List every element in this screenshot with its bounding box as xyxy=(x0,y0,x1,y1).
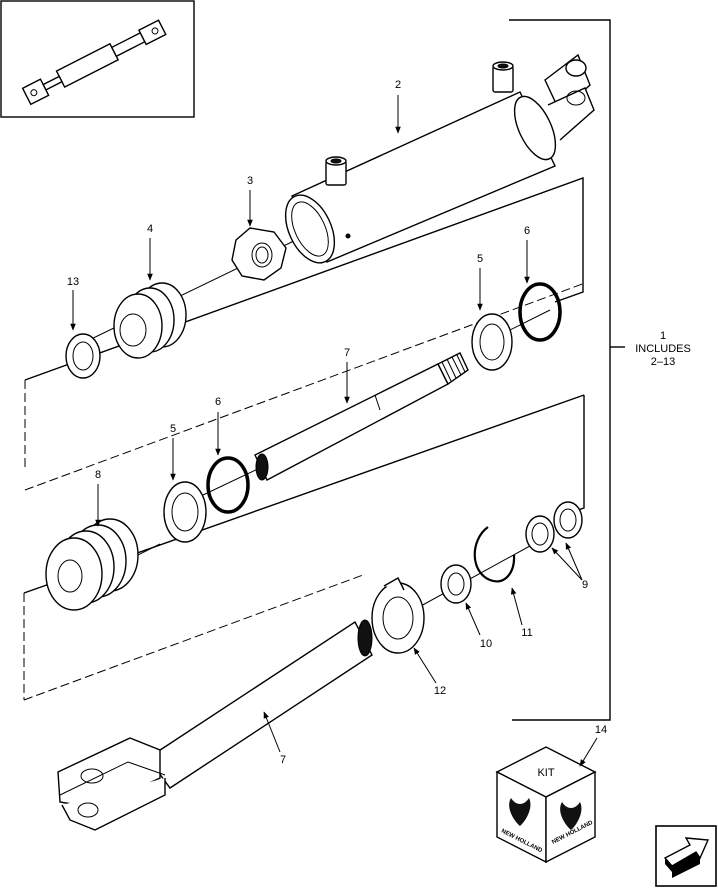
callout-4: 4 xyxy=(147,223,153,235)
split-lock-ring xyxy=(371,577,425,654)
callout-6-lower: 6 xyxy=(215,396,221,408)
gland xyxy=(45,518,139,611)
snap-ring xyxy=(473,526,516,583)
callout-3: 3 xyxy=(247,175,253,187)
callout-13: 13 xyxy=(67,276,79,288)
callout-9: 9 xyxy=(582,579,588,591)
next-page-arrow-icon[interactable] xyxy=(655,825,717,887)
hex-nut xyxy=(231,227,287,281)
piston-rod-upper xyxy=(254,352,469,481)
cylinder-thumbnail-icon[interactable] xyxy=(0,0,195,118)
callout-12: 12 xyxy=(434,685,446,697)
kit-box-icon: KIT NEW HOLLAND NEW HOLLAND xyxy=(495,746,597,864)
callout-14: 14 xyxy=(595,724,607,736)
callout-10: 10 xyxy=(480,638,492,650)
piston-rod-lower xyxy=(57,619,373,831)
callout-2: 2 xyxy=(395,79,401,91)
callout-1: 1 INCLUDES 2–13 xyxy=(635,330,691,368)
callout-8: 8 xyxy=(95,469,101,481)
wiper-seals xyxy=(525,501,583,553)
callout-1-includes: INCLUDES xyxy=(635,343,691,355)
callout-6-upper: 6 xyxy=(524,225,530,237)
bushing xyxy=(440,564,472,604)
kit-label: KIT xyxy=(537,767,554,779)
cylinder-barrel xyxy=(284,53,595,264)
o-ring-upper xyxy=(518,282,562,342)
washer xyxy=(65,333,101,379)
callout-5-upper: 5 xyxy=(477,253,483,265)
o-ring-lower xyxy=(206,456,250,514)
piston xyxy=(113,282,187,359)
callout-1-number: 1 xyxy=(660,330,666,342)
new-holland-leaf-logo-left xyxy=(509,798,531,826)
callout-7-lower: 7 xyxy=(280,754,286,766)
backup-ring-lower xyxy=(163,481,207,543)
callout-1-range: 2–13 xyxy=(651,356,675,368)
callout-7-upper: 7 xyxy=(344,347,350,359)
callout-11: 11 xyxy=(521,627,532,639)
callout-5-lower: 5 xyxy=(170,423,176,435)
backup-ring-upper xyxy=(471,313,513,371)
new-holland-leaf-logo-right xyxy=(560,802,582,830)
kit-bracket xyxy=(509,19,625,721)
